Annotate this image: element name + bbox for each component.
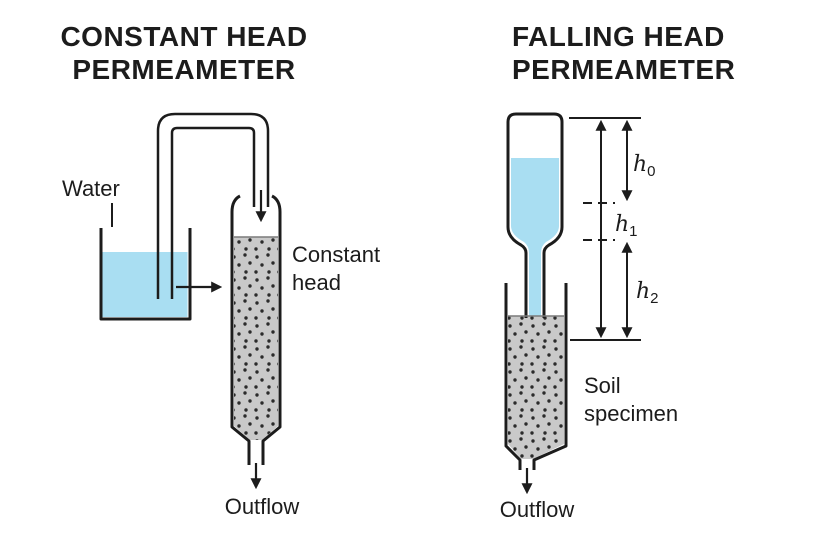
h1-label: h1 [615, 212, 638, 240]
soil-specimen-fill [508, 316, 564, 459]
falling-head-permeameter: FALLING HEAD PERMEAMETER h0 h1 h2 Soil s… [500, 21, 735, 522]
standpipe-outline [506, 112, 564, 318]
h2-label: h2 [636, 279, 659, 307]
constant-head-permeameter: CONSTANT HEAD PERMEAMETER Water Constant… [60, 21, 380, 519]
constant-head-label-line2: head [292, 270, 341, 295]
cylinder-left-wall [504, 283, 522, 470]
soil-specimen-label-line1: Soil [584, 373, 621, 398]
beaker-water [102, 252, 188, 317]
left-title-line1: CONSTANT HEAD [60, 21, 307, 52]
water-label: Water [62, 176, 120, 201]
right-title-line2: PERMEAMETER [512, 54, 735, 85]
constant-head-label-line1: Constant [292, 242, 380, 267]
cylinder-right-wall [532, 283, 568, 470]
soil-specimen-label-line2: specimen [584, 401, 678, 426]
water-beaker [99, 228, 192, 321]
specimen-cylinder-left-wall [230, 194, 251, 465]
soil-specimen-fill [234, 237, 278, 440]
left-outflow-label: Outflow [225, 494, 300, 519]
h0-label: h0 [633, 152, 656, 180]
right-outflow-label: Outflow [500, 497, 575, 522]
standpipe-water [511, 158, 559, 316]
siphon-tube-outer-wall [156, 112, 270, 299]
right-title-line1: FALLING HEAD [512, 21, 725, 52]
left-title-line2: PERMEAMETER [72, 54, 295, 85]
siphon-tube-inner-wall [170, 126, 256, 299]
specimen-cylinder-right-wall [261, 194, 282, 465]
